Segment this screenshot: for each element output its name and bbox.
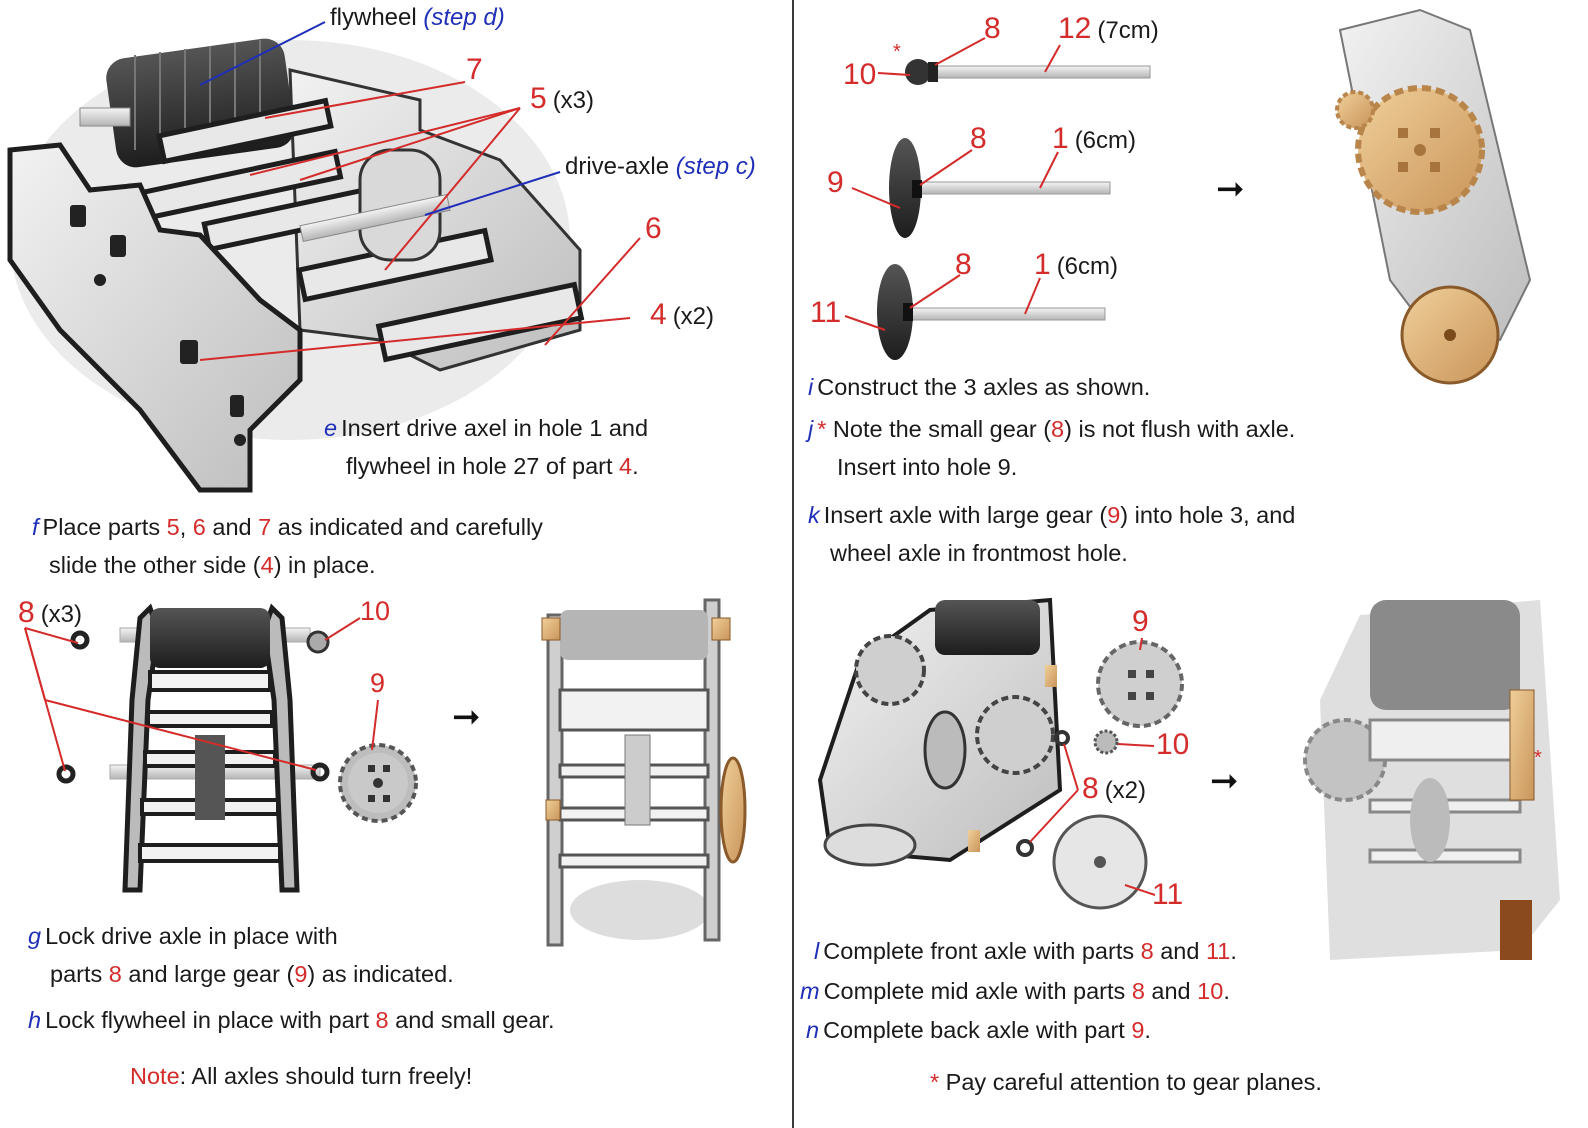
bottom-part-10-label: 10 [1156, 728, 1190, 761]
axle3-part-1-label: 1(6cm) [1034, 248, 1119, 281]
drive-axle-label: drive-axle (step c) [565, 153, 756, 180]
leader-lines-axles [844, 37, 1061, 331]
part-5-label: 5(x3) [530, 82, 595, 115]
bottom-part-11-label: 11 [1152, 878, 1184, 911]
part-4-label: 4(x2) [650, 298, 715, 331]
column-divider [792, 0, 794, 1128]
part-9-label: 9 [370, 668, 386, 698]
arrow-icon: ➞ [452, 698, 481, 736]
axle2-part-8-label: 8 [970, 122, 987, 155]
leader-lines-bottom-right [1029, 637, 1156, 896]
chassis-before-gears [56, 603, 418, 893]
arrow-icon: ➞ [1216, 170, 1245, 208]
bottom-part-9-label: 9 [1132, 605, 1149, 638]
bottom-part-8-label: 8(x2) [1082, 772, 1147, 805]
axle-assemblies [877, 59, 1151, 360]
leader-lines-blue [199, 21, 561, 216]
part-8-label: 8(x3) [18, 596, 83, 629]
final-star-mark: * [1534, 747, 1542, 769]
axle3-part-11-label: 11 [810, 296, 842, 329]
side-panel-with-gears [1335, 8, 1532, 385]
exploded-chassis-illustration [7, 38, 585, 493]
leader-lines-mid-left [24, 617, 379, 772]
axle2-part-9-label: 9 [827, 166, 844, 199]
part-7-label: 7 [466, 53, 483, 86]
step-j-text: j* Note the small gear (8) is not flush … [808, 416, 1296, 480]
arrow-icon: ➞ [1210, 762, 1239, 800]
flywheel-label: flywheel (step d) [330, 4, 505, 31]
part-6-label: 6 [645, 212, 662, 245]
axle2-part-1-label: 1(6cm) [1052, 122, 1137, 155]
final-assembly-view [1303, 600, 1560, 960]
axle1-part-8-label: 8 [984, 12, 1001, 45]
axle1-part-12-label: 12(7cm) [1058, 12, 1159, 45]
note-text: Note: All axles should turn freely! [130, 1063, 473, 1089]
axle1-part-10-label: 10 [843, 58, 877, 91]
star-mark: * [893, 41, 901, 63]
part-10-label: 10 [360, 596, 391, 626]
chassis-after-gears [541, 598, 747, 947]
leader-lines-top-left [199, 81, 641, 361]
assembled-chassis-with-axles [817, 597, 1184, 910]
footer-note: * Pay careful attention to gear planes. [930, 1069, 1322, 1095]
axle3-part-8-label: 8 [955, 248, 972, 281]
